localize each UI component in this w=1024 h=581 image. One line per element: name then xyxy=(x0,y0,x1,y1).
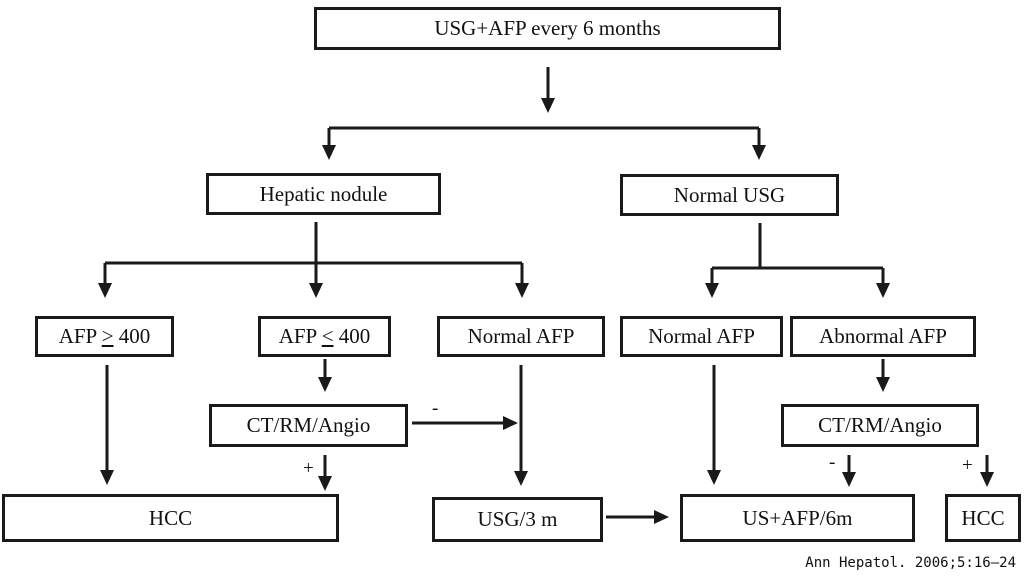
edge-afp-ge-to-hcc-arrowhead xyxy=(100,470,114,485)
node-us-afp-6m: US+AFP/6m xyxy=(680,494,915,542)
node-normal-afp-right-label: Normal AFP xyxy=(648,324,755,348)
edge-label-ct-left-negative: - xyxy=(432,398,439,419)
node-normal-afp-left-label: Normal AFP xyxy=(467,324,575,348)
edge-label-ct-left-positive: + xyxy=(303,458,314,479)
edge-to-normal-afp-right-arrowhead xyxy=(705,283,719,298)
node-hepatic-nodule-label: Hepatic nodule xyxy=(259,181,388,206)
node-us-afp-6m-label: US+AFP/6m xyxy=(742,505,853,530)
node-hcc-right-label: HCC xyxy=(961,505,1005,530)
node-ct-left-label: CT/RM/Angio xyxy=(246,413,371,437)
edge-ct-left-positive-arrowhead xyxy=(318,476,332,491)
node-normal-afp-right: Normal AFP xyxy=(620,316,783,357)
afp-ge-prefix: AFP xyxy=(58,324,102,348)
node-usg-3m: USG/3 m xyxy=(432,497,603,542)
afp-ge-suffix: 400 xyxy=(113,324,151,348)
edge-to-afp-le-400-arrowhead xyxy=(309,283,323,298)
edge-ct-right-negative-arrowhead xyxy=(842,472,856,487)
edge-to-normal-afp-left-arrowhead xyxy=(515,283,529,298)
citation: Ann Hepatol. 2006;5:16–24 xyxy=(805,555,1016,571)
node-hcc-left: HCC xyxy=(2,494,339,542)
afp-ge-symbol: > xyxy=(101,324,114,348)
node-ct-right: CT/RM/Angio xyxy=(781,404,979,447)
edge-label-ct-right-negative: - xyxy=(829,452,836,473)
node-start: USG+AFP every 6 months xyxy=(314,7,781,50)
node-usg-3m-label: USG/3 m xyxy=(477,507,558,531)
node-normal-afp-left: Normal AFP xyxy=(437,316,605,357)
node-normal-usg-label: Normal USG xyxy=(673,182,786,207)
afp-le-prefix: AFP xyxy=(278,324,322,348)
edge-to-abnormal-afp-arrowhead xyxy=(876,283,890,298)
edge-abnormal-afp-to-ct-arrowhead xyxy=(876,377,890,392)
node-afp-ge-400: AFP > 400 xyxy=(35,316,174,357)
node-afp-ge-400-label: AFP > 400 xyxy=(59,324,151,349)
node-afp-le-400: AFP < 400 xyxy=(258,316,391,357)
edge-start-down-arrowhead xyxy=(541,98,555,113)
edge-afp-le-to-ct-arrowhead xyxy=(318,377,332,392)
node-ct-left: CT/RM/Angio xyxy=(209,404,408,447)
node-hepatic-nodule: Hepatic nodule xyxy=(206,173,441,215)
node-start-label: USG+AFP every 6 months xyxy=(434,16,661,40)
edge-ct-right-positive-arrowhead xyxy=(980,472,994,487)
node-abnormal-afp: Abnormal AFP xyxy=(790,316,976,357)
node-hcc-left-label: HCC xyxy=(148,505,193,530)
edge-normal-afp-right-to-us-afp-arrowhead xyxy=(707,470,721,485)
node-ct-right-label: CT/RM/Angio xyxy=(818,413,942,437)
afp-le-symbol: < xyxy=(321,324,334,348)
edge-to-afp-ge-400-arrowhead xyxy=(98,283,112,298)
edge-label-ct-right-positive: + xyxy=(962,455,973,476)
node-normal-usg: Normal USG xyxy=(620,174,839,216)
edge-usg3m-to-us-afp-arrowhead xyxy=(654,510,669,524)
node-afp-le-400-label: AFP < 400 xyxy=(279,324,371,349)
edge-to-hepatic-nodule-arrowhead xyxy=(322,145,336,160)
edge-ct-left-negative-arrowhead xyxy=(503,416,518,430)
edge-normal-afp-left-to-usg3m-arrowhead xyxy=(514,471,528,486)
node-abnormal-afp-label: Abnormal AFP xyxy=(819,324,947,348)
node-hcc-right: HCC xyxy=(945,494,1021,542)
edge-to-normal-usg-arrowhead xyxy=(752,145,766,160)
afp-le-suffix: 400 xyxy=(333,324,371,348)
